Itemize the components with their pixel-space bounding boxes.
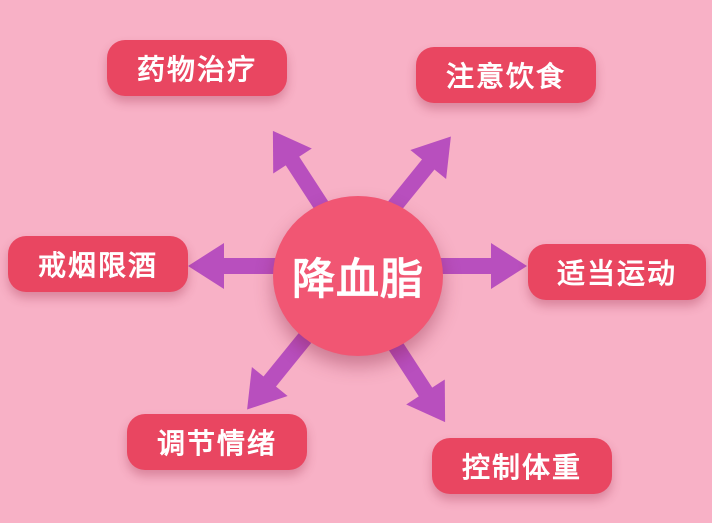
arrow-to-exercise — [435, 243, 527, 289]
node-quit-smoking: 戒烟限酒 — [8, 236, 188, 292]
node-exercise: 适当运动 — [528, 244, 706, 300]
node-diet: 注意饮食 — [416, 47, 596, 103]
node-medication: 药物治疗 — [107, 40, 287, 96]
arrow-to-quit-smoking — [188, 243, 280, 289]
node-emotion: 调节情绪 — [127, 414, 307, 470]
node-weight: 控制体重 — [432, 438, 612, 494]
center-node: 降血脂 — [273, 196, 443, 356]
